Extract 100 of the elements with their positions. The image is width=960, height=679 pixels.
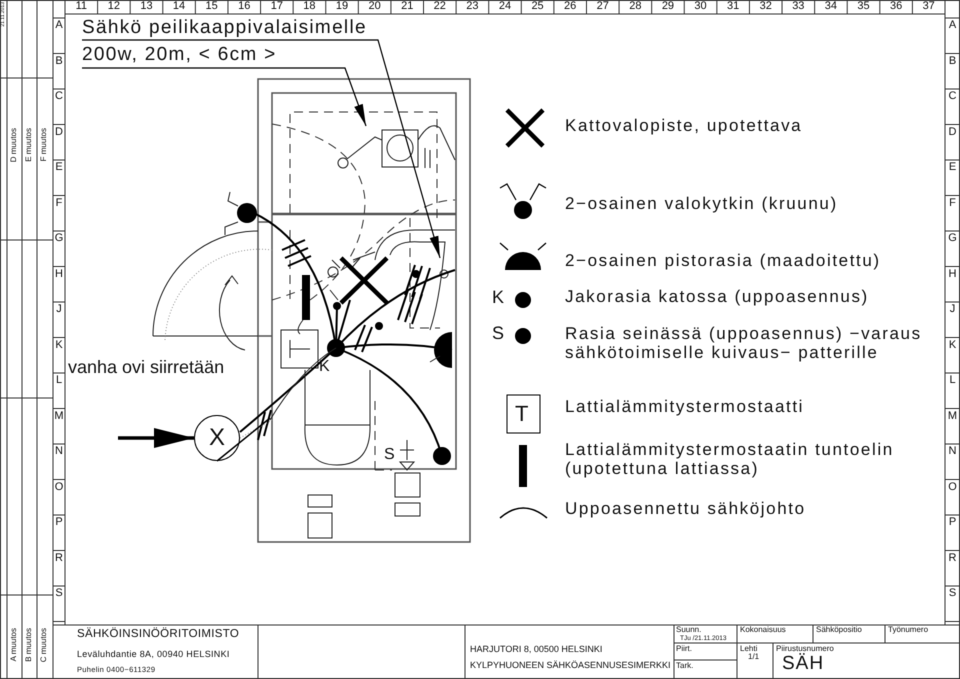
column-number: 20 [367, 0, 382, 12]
row-letter: O [54, 480, 64, 493]
row-letter: S [54, 587, 64, 600]
row-letter: R [54, 552, 64, 564]
row-letter: A [948, 19, 958, 32]
column-number: 15 [204, 0, 219, 12]
row-letter: A [54, 19, 64, 32]
label-text: 1/1 [748, 653, 760, 662]
row-letter: N [948, 445, 958, 458]
column-number: 31 [726, 0, 740, 12]
revision-label: F muutos [40, 128, 49, 162]
row-letter: D [54, 126, 64, 138]
row-letter: B [54, 54, 64, 67]
note-text: Sähkö peilikaappivalaisimelle [82, 18, 378, 40]
symbol-letter: S [492, 324, 504, 344]
column-number: 16 [237, 0, 252, 12]
column-number: 18 [302, 0, 317, 12]
column-number: 23 [465, 0, 480, 12]
row-letter: J [55, 303, 63, 316]
column-number: 19 [334, 0, 350, 12]
label-text: Piirt. [676, 645, 692, 654]
row-letter: R [948, 552, 958, 564]
legend-text: Jakorasia katossa (uppoasennus) [565, 288, 869, 307]
row-letter: J [948, 303, 956, 316]
column-number: 24 [498, 0, 512, 12]
legend-text: Lattialämmitystermostaatti [565, 398, 804, 417]
row-letter: L [948, 374, 957, 386]
revision-label: D muutos [10, 128, 19, 162]
label-text: Kokonaisuus [740, 626, 786, 635]
arrow [118, 428, 194, 448]
row-letter: K [54, 338, 64, 351]
row-letter: G [947, 232, 958, 244]
row-letter: P [54, 516, 64, 528]
column-number: 27 [596, 0, 610, 12]
label-text: KYLPYHUONEEN SÄHKÖASENNUSESIMERKKI [470, 661, 671, 671]
label-text: Tark. [676, 662, 694, 671]
row-letter: M [946, 410, 958, 422]
symbol-letter: K [319, 358, 330, 376]
legend-text: Uppoasennettu sähköjohto [565, 500, 806, 519]
revision-label: A muutos [10, 628, 19, 662]
row-letter: P [948, 516, 958, 528]
row-letter: L [54, 374, 64, 386]
row-letter: E [948, 161, 958, 174]
column-number: 17 [270, 0, 284, 12]
leader-line [82, 39, 441, 258]
symbol-letter: S [384, 446, 395, 464]
column-number: 12 [106, 0, 121, 12]
column-number: 26 [563, 0, 578, 12]
row-letter: C [54, 90, 64, 102]
column-number: 28 [628, 0, 642, 12]
note-text: 200w, 20m, < 6cm > [82, 45, 345, 68]
note-text: vanha ovi siirretään [68, 358, 224, 378]
row-letter: N [54, 445, 64, 458]
revision-label: B muutos [25, 628, 34, 662]
label-text: SÄHKÖINSINÖÖRITOIMISTO [77, 628, 240, 641]
column-number: 21 [400, 0, 414, 12]
column-number: 37 [922, 0, 936, 12]
label-text: Leväluhdantie 8A, 00940 HELSINKI [77, 650, 230, 660]
row-letter: H [948, 268, 958, 280]
legend-text: Kattovalopiste, upotettava [565, 117, 802, 136]
column-number: 22 [432, 0, 447, 12]
row-letter: M [53, 410, 65, 422]
legend-text: Rasia seinässä (uppoasennus) −varaus sähkötoimiselle kuivaus− patterille [565, 324, 923, 362]
column-number: 14 [172, 0, 186, 12]
drawing-code: SÄH [782, 654, 824, 675]
row-letter: D [948, 126, 958, 138]
row-letter: C [948, 90, 958, 102]
column-number: 29 [660, 0, 676, 12]
label-text: Työnumero [888, 626, 928, 635]
column-number: 25 [530, 0, 545, 12]
label-text: Piirustusnumero [776, 645, 834, 653]
legend-text: Lattialämmitystermostaatin tuntoelin (upotettuna lattiassa) [565, 440, 895, 478]
column-number: 13 [139, 0, 154, 12]
label-text: Sähköpositio [816, 626, 862, 635]
column-number: 30 [693, 0, 708, 12]
column-number: 34 [824, 0, 838, 12]
row-letter: G [54, 232, 64, 244]
column-number: 36 [888, 0, 904, 12]
legend-text: 2−osainen valokytkin (kruunu) [565, 195, 838, 214]
circle-symbol: X [194, 415, 240, 461]
row-letter: E [54, 161, 64, 174]
row-letter: K [948, 338, 958, 351]
label-text: HARJUTORI 8, 00500 HELSINKI [470, 645, 602, 655]
legend-text: 2−osainen pistorasia (maadoitettu) [565, 252, 881, 271]
row-letter: S [948, 587, 958, 600]
revision-label: E muutos [25, 128, 34, 162]
revision-label: C muutos [40, 628, 49, 662]
label-text: Lehti [740, 645, 758, 653]
symbol-letter: T [515, 402, 528, 426]
column-number: 32 [758, 0, 773, 12]
leader-line [82, 67, 367, 126]
row-letter: B [948, 54, 958, 67]
label-text: Suunn. [676, 626, 702, 635]
symbol-letter: K [492, 288, 504, 308]
row-letter: F [948, 196, 957, 209]
row-letter: F [54, 196, 64, 209]
column-number: 33 [791, 0, 806, 12]
row-letter: O [947, 480, 958, 493]
column-number: 35 [856, 0, 871, 12]
column-number: 11 [74, 0, 88, 12]
